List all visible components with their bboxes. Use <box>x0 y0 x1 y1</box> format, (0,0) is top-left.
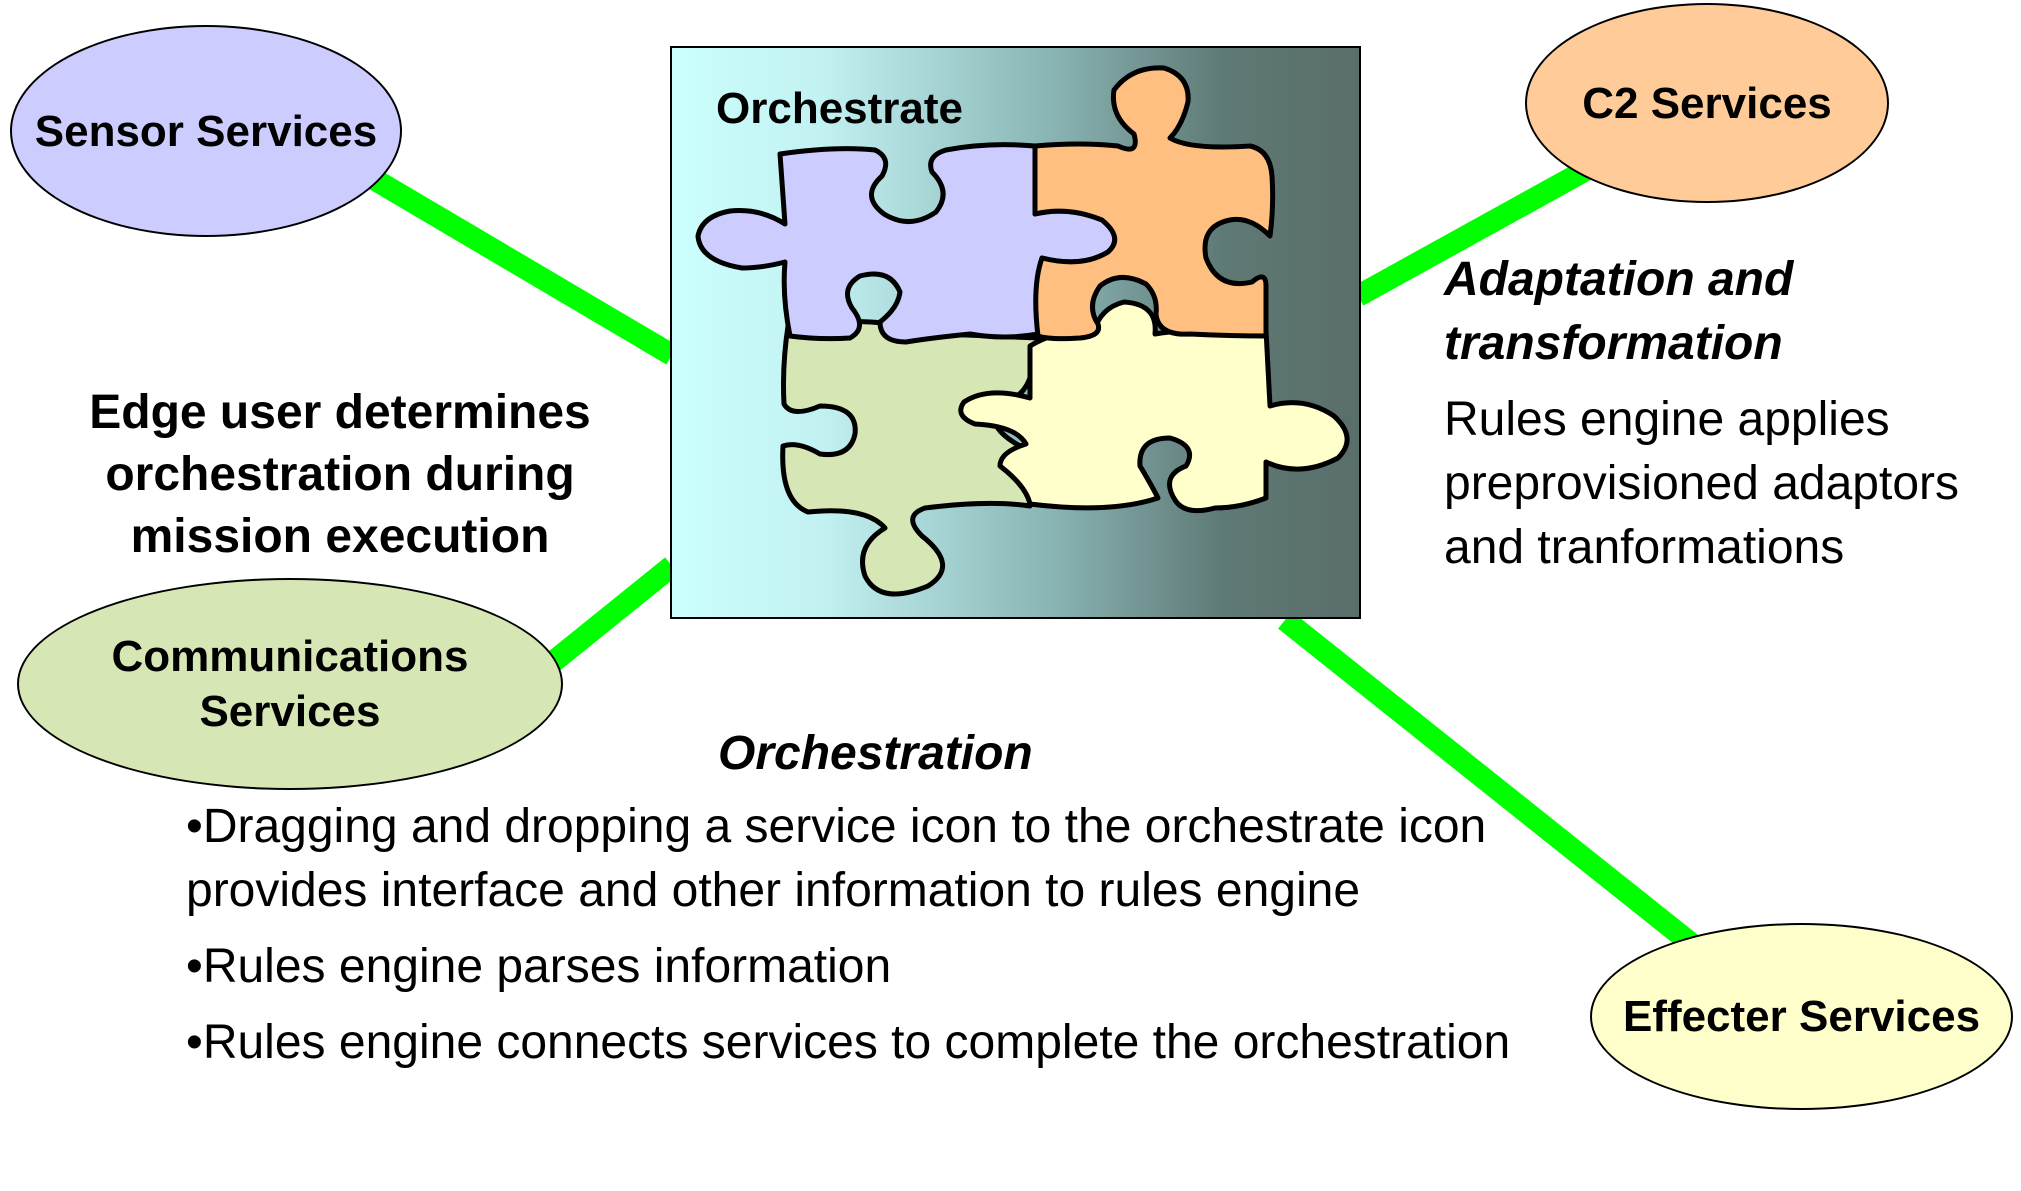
adaptation-desc-line3: and tranformations <box>1444 521 1845 574</box>
c2-services-label: C2 Services <box>1582 78 1832 128</box>
puzzle-piece-blue <box>695 142 1118 345</box>
puzzle-piece-orange <box>1032 65 1276 342</box>
edge-user-note: Edge user determines orchestration durin… <box>20 382 660 568</box>
adaptation-title-line2: transformation <box>1444 317 1783 370</box>
orchestration-title: Orchestration <box>718 727 1033 780</box>
edge-note-line3: mission execution <box>130 510 550 563</box>
adaptation-desc-line2: preprovisioned adaptors <box>1444 457 1959 510</box>
sensor-services-node[interactable]: Sensor Services <box>10 25 402 237</box>
connector-effecter <box>1278 611 1700 954</box>
adaptation-title: Adaptation and transformation <box>1444 248 2004 376</box>
bullet-text: Rules engine connects services to comple… <box>202 1016 1511 1069</box>
sensor-services-label: Sensor Services <box>34 106 378 156</box>
bullet-glyph: • <box>186 940 203 993</box>
bullet-item: •Dragging and dropping a service icon to… <box>186 795 1566 923</box>
communications-label-line1: Communications <box>111 632 469 681</box>
bullet-item: •Rules engine parses information <box>186 935 1566 999</box>
connector-comms <box>541 557 679 675</box>
orchestrate-title: Orchestrate <box>716 84 964 133</box>
edge-note-line1: Edge user determines <box>89 386 591 439</box>
effecter-services-node[interactable]: Effecter Services <box>1590 923 2013 1110</box>
edge-note-line2: orchestration during <box>105 448 575 501</box>
bullet-glyph: • <box>186 800 203 853</box>
puzzle-pieces-icon <box>695 65 1350 597</box>
bullet-text: Dragging and dropping a service icon to … <box>186 800 1487 917</box>
bullet-item: •Rules engine connects services to compl… <box>186 1011 1566 1075</box>
communications-services-node[interactable]: Communications Services <box>17 578 563 790</box>
bullet-text: Rules engine parses information <box>202 940 892 993</box>
connector-c2 <box>1352 155 1601 306</box>
effecter-services-label: Effecter Services <box>1622 992 1981 1041</box>
adaptation-description: Rules engine applies preprovisioned adap… <box>1444 388 2019 580</box>
c2-services-node[interactable]: C2 Services <box>1525 3 1889 203</box>
adaptation-desc-line1: Rules engine applies <box>1444 393 1890 446</box>
communications-label-line2: Services <box>199 687 381 736</box>
adaptation-title-line1: Adaptation and <box>1444 253 1794 306</box>
connector-sensor <box>366 168 678 365</box>
bullet-glyph: • <box>186 1016 203 1069</box>
communications-services-label: Communications Services <box>112 629 469 739</box>
orchestration-bullet-list: •Dragging and dropping a service icon to… <box>186 795 1566 1087</box>
